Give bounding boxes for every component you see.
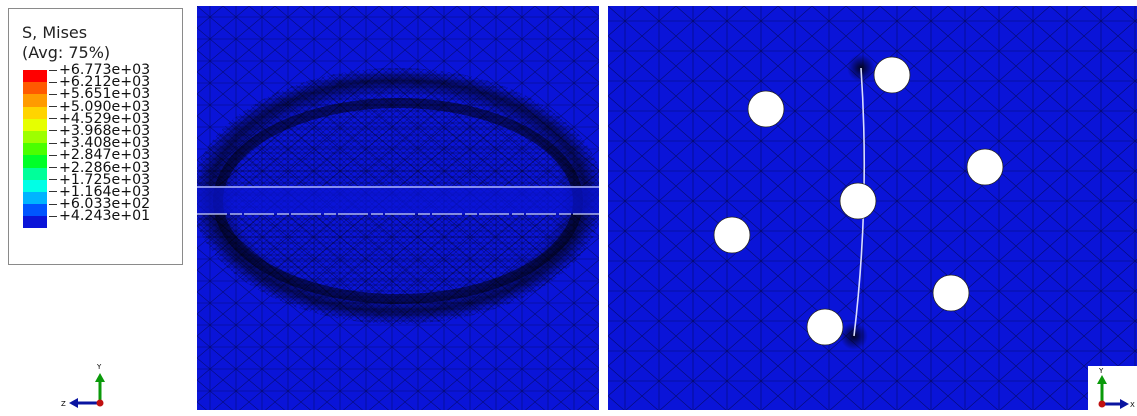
legend-swatch — [23, 82, 47, 95]
axis-label-y: Y — [1098, 367, 1104, 375]
hole — [839, 182, 877, 220]
legend-value: +4.529e+03 — [49, 112, 150, 126]
legend-title: S, Mises — [22, 23, 88, 42]
hole — [966, 148, 1004, 186]
legend-swatch — [23, 179, 47, 192]
axis-triad-right: Y X — [1088, 366, 1137, 412]
hole — [806, 308, 844, 346]
legend-swatch — [23, 191, 47, 205]
holes — [713, 56, 1004, 346]
legend-value: +3.408e+03 — [49, 136, 150, 150]
legend-swatch — [23, 118, 47, 131]
axis-label-z: Z — [61, 400, 66, 408]
legend-value: +6.033e+02 — [49, 197, 150, 211]
hole — [873, 56, 911, 94]
viewport-left[interactable] — [197, 6, 599, 410]
legend-swatch — [23, 70, 47, 83]
mesh-view-right — [608, 6, 1137, 410]
hole — [932, 274, 970, 312]
legend-swatch — [23, 167, 47, 180]
hole — [747, 90, 785, 128]
legend-color-bar — [23, 70, 47, 229]
axis-triad-left: Y Z — [58, 360, 118, 410]
legend-swatch — [23, 106, 47, 119]
legend-value: +6.773e+03 — [49, 63, 150, 77]
crack-band — [197, 186, 599, 214]
axis-label-y: Y — [96, 363, 102, 371]
legend-value-labels: +6.773e+03+6.212e+03+5.651e+03+5.090e+03… — [49, 63, 150, 223]
legend-swatch — [23, 155, 47, 168]
legend-value: +5.651e+03 — [49, 87, 150, 101]
legend-value: +2.286e+03 — [49, 160, 150, 175]
legend-swatch — [23, 143, 47, 156]
legend-swatch — [23, 204, 47, 217]
legend-value: +6.212e+03 — [49, 75, 150, 89]
legend-value: +4.243e+01 — [49, 209, 150, 223]
legend-value: +1.725e+03 — [49, 173, 150, 187]
legend-value: +3.968e+03 — [49, 124, 150, 138]
legend-value: +1.164e+03 — [49, 185, 150, 199]
stress-legend: S, Mises (Avg: 75%) +6.773e+03+6.212e+03… — [8, 8, 183, 265]
legend-swatch — [23, 94, 47, 107]
legend-swatch — [23, 130, 47, 144]
legend-value: +5.090e+03 — [49, 99, 150, 114]
axis-label-x: X — [1130, 401, 1135, 409]
legend-subtitle: (Avg: 75%) — [22, 43, 111, 62]
mesh-view-left — [197, 6, 599, 410]
viewport-right[interactable] — [608, 6, 1137, 410]
hole — [713, 216, 751, 254]
legend-value: +2.847e+03 — [49, 148, 150, 162]
legend-swatch — [23, 216, 47, 229]
